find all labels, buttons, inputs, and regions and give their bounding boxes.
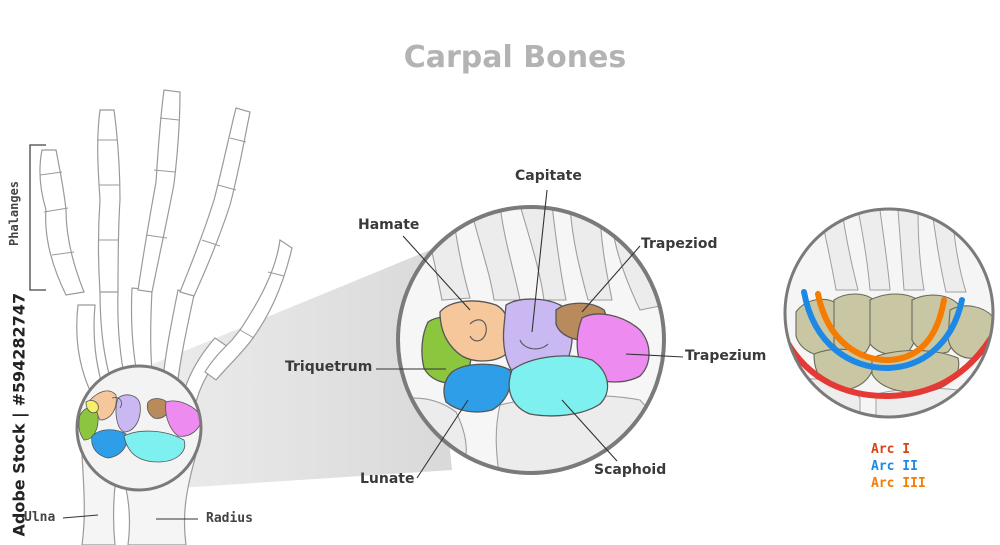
- arc-iii-line: [815, 291, 947, 364]
- leader-lines: [62, 189, 684, 520]
- arc-i-label: Arc I: [871, 442, 911, 457]
- finger-2-phalanx: [97, 109, 121, 293]
- arcs-circle: [783, 207, 995, 419]
- trapeziod-label: Trapeziod: [641, 236, 718, 252]
- phalanges-label: Phalanges: [7, 180, 21, 246]
- small-wrist-circle: [75, 364, 203, 492]
- arc-iii-label: Arc III: [871, 476, 926, 491]
- triquetrum-label: Triquetrum: [285, 359, 373, 375]
- finger-1-phalanx: [39, 149, 85, 296]
- finger-4-phalanx: [179, 107, 251, 297]
- lunate-label: Lunate: [360, 471, 415, 487]
- arc-i-line: [785, 327, 993, 400]
- arc-ii-label: Arc II: [871, 459, 918, 474]
- thumb-bones: [204, 238, 293, 381]
- radius-label: Radius: [206, 511, 253, 526]
- phalanges-bracket: [29, 144, 46, 291]
- arc-ii-line: [801, 289, 965, 372]
- finger-3-phalanx: [137, 89, 181, 293]
- trapezium-label: Trapezium: [685, 348, 767, 364]
- ulna-label: Ulna: [24, 510, 56, 525]
- scaphoid-label: Scaphoid: [594, 462, 667, 478]
- diagram-title: Carpal Bones: [403, 40, 627, 75]
- capitate-label: Capitate: [515, 168, 582, 184]
- watermark-label: Adobe Stock | #594282747: [9, 292, 29, 537]
- hamate-label: Hamate: [358, 217, 420, 233]
- scaphoid-bone: [508, 355, 609, 417]
- lunate-bone: [443, 363, 512, 413]
- zoom-cone: [143, 250, 452, 490]
